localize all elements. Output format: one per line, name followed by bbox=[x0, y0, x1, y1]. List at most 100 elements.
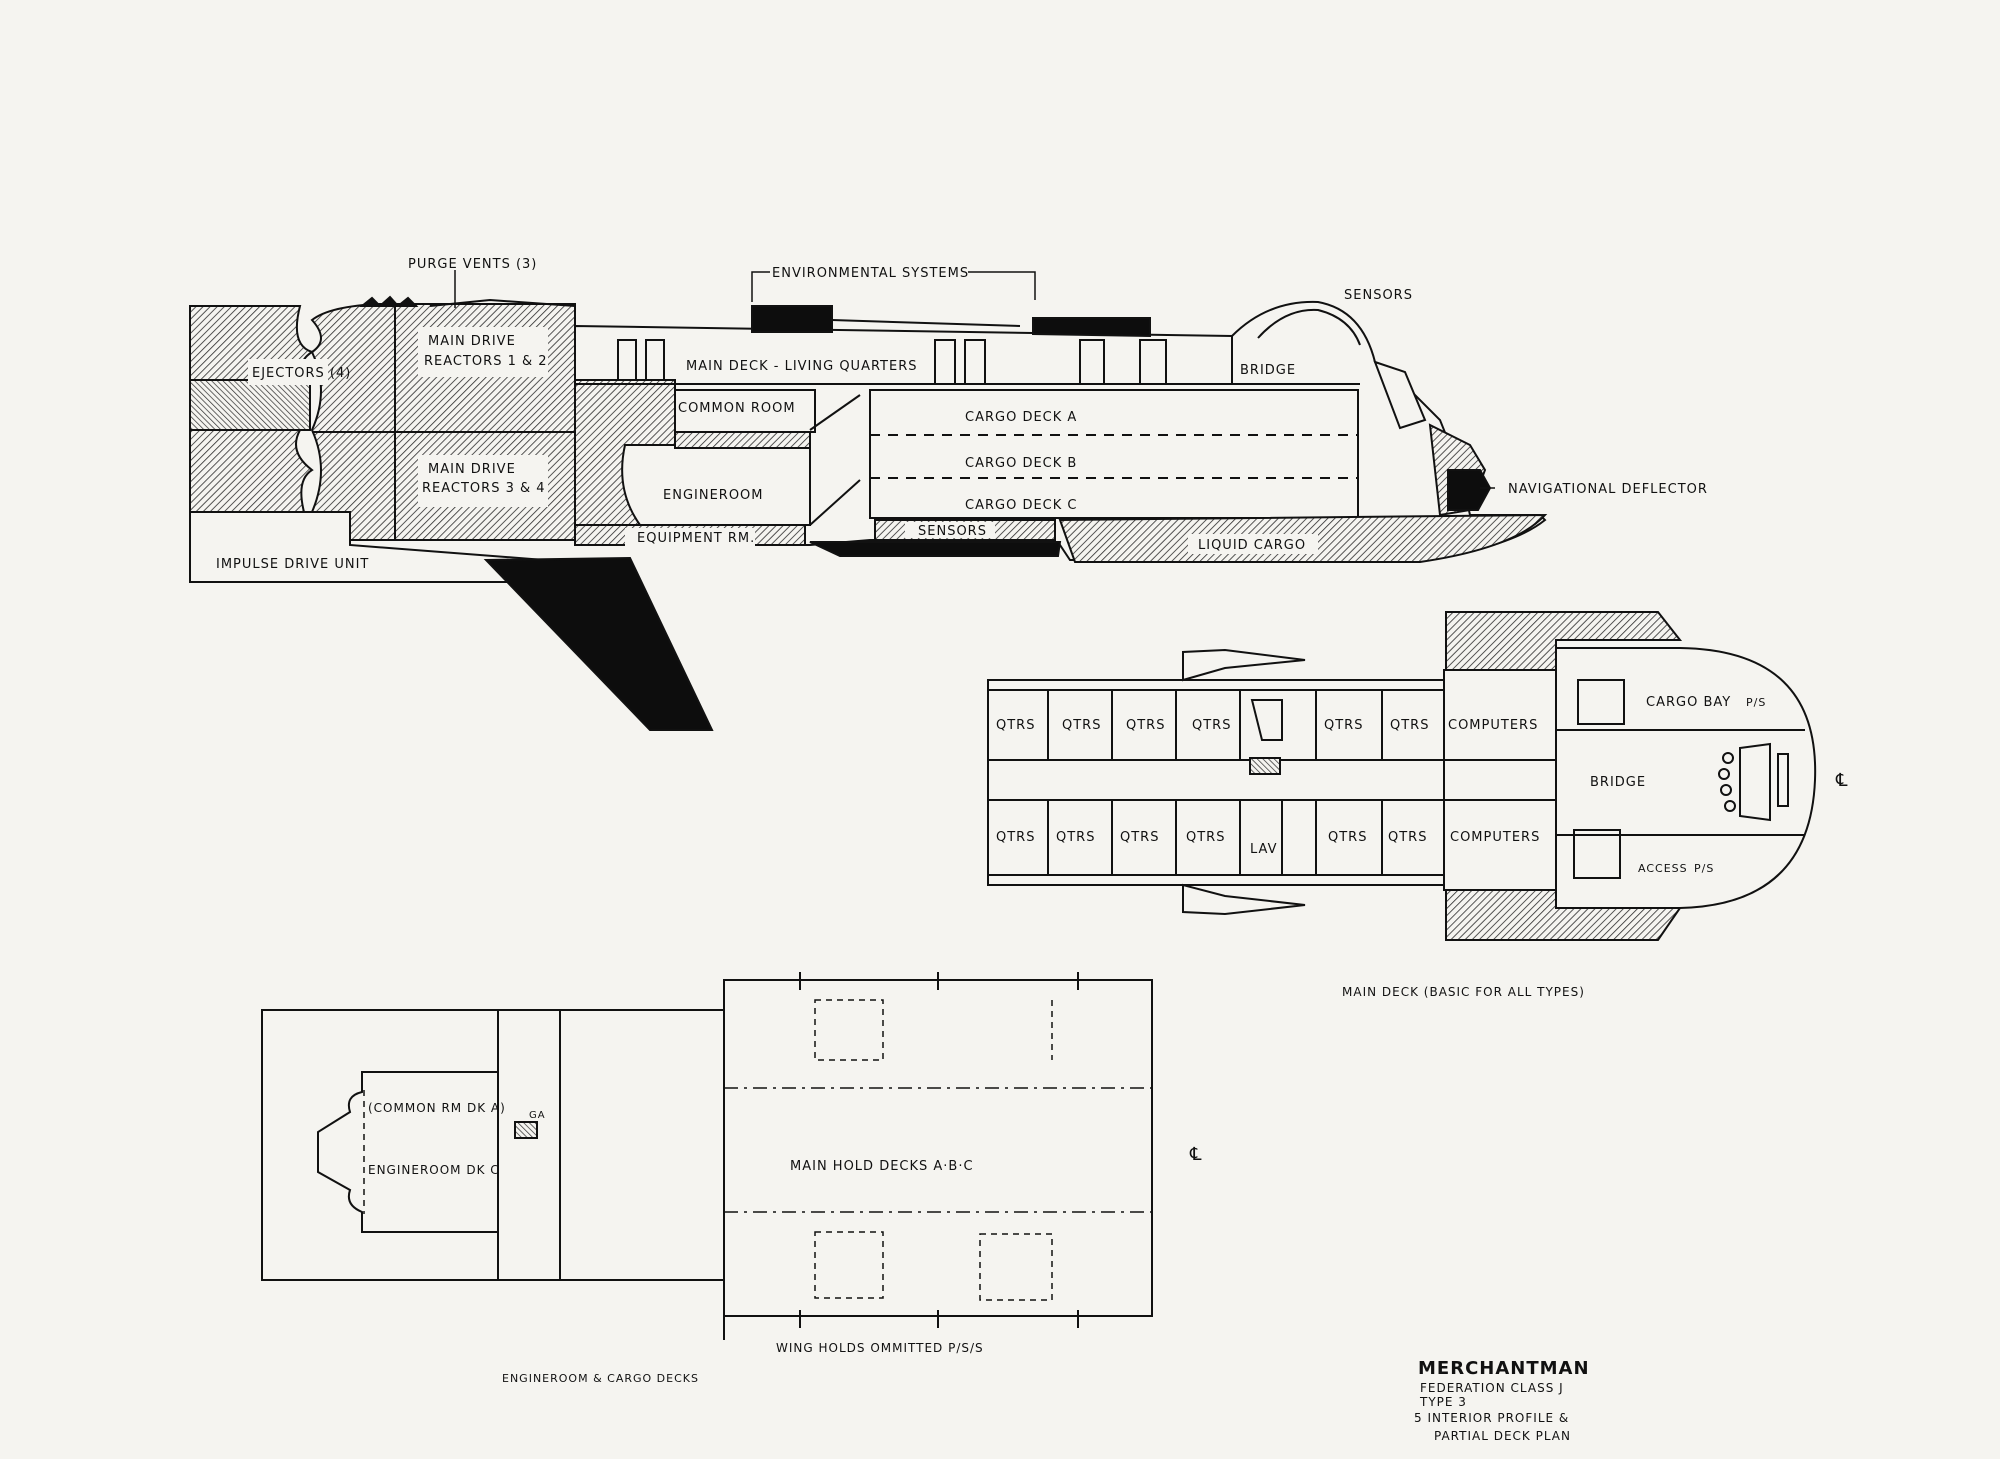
ejector-bay bbox=[189, 379, 311, 431]
qtrs-p2: QTRS bbox=[1062, 718, 1101, 733]
purge-vent-1 bbox=[359, 296, 383, 307]
wing-holds-label: WING HOLDS OMMITTED P/S/S bbox=[776, 1341, 984, 1355]
label-common-room: COMMON ROOM bbox=[678, 401, 796, 416]
title-line-3: 5 INTERIOR PROFILE & bbox=[1414, 1411, 1569, 1425]
bridge-dome bbox=[1257, 308, 1361, 346]
environmental-duct bbox=[831, 319, 1021, 327]
common-room bbox=[674, 389, 816, 433]
hold-hatch-2 bbox=[814, 1231, 884, 1299]
access-label: ACCESS bbox=[1638, 862, 1688, 875]
qtrs-s5: QTRS bbox=[1328, 830, 1367, 845]
cargo-bay-suffix: P/S bbox=[1746, 696, 1766, 709]
label-reactors-34: REACTORS 3 & 4 bbox=[422, 481, 546, 496]
wing-outline-bottom bbox=[1182, 883, 1306, 916]
label-bridge-profile: BRIDGE bbox=[1240, 363, 1296, 378]
label-cargo-deck-c: CARGO DECK C bbox=[965, 498, 1077, 513]
computers-port: COMPUTERS bbox=[1448, 718, 1538, 733]
bridge-seat-4 bbox=[1724, 800, 1736, 812]
engineroom-stair bbox=[809, 394, 861, 431]
cargo-plan-caption: ENGINEROOM & CARGO DECKS bbox=[502, 1372, 699, 1385]
label-impulse-drive-unit: IMPULSE DRIVE UNIT bbox=[216, 557, 369, 572]
qtrs-s2: QTRS bbox=[1056, 830, 1095, 845]
title-merchantman: MERCHANTMAN bbox=[1418, 1358, 1590, 1379]
main-hold-label: MAIN HOLD DECKS A·B·C bbox=[790, 1159, 974, 1174]
common-rm-label: (COMMON RM DK A) bbox=[368, 1101, 506, 1115]
bridge-console bbox=[1739, 742, 1771, 822]
deck-hull bbox=[987, 679, 1445, 886]
access-suffix: P/S bbox=[1694, 862, 1714, 875]
engineroom-stair-2 bbox=[809, 479, 861, 526]
label-sensors-bottom: SENSORS bbox=[918, 524, 987, 539]
nav-deflector-dish bbox=[1447, 469, 1492, 511]
label-cargo-deck-b: CARGO DECK B bbox=[965, 456, 1077, 471]
engineroom-deck-outline bbox=[261, 1009, 725, 1281]
label-cargo-deck-a: CARGO DECK A bbox=[965, 410, 1077, 425]
label-purge-vents: PURGE VENTS (3) bbox=[408, 257, 537, 272]
qtrs-s3: QTRS bbox=[1120, 830, 1159, 845]
ga-label: GA bbox=[529, 1110, 546, 1121]
quarters-door-6 bbox=[1139, 339, 1167, 385]
title-line-2: TYPE 3 bbox=[1419, 1395, 1467, 1409]
label-sensors-top: SENSORS bbox=[1344, 288, 1413, 303]
main-deck-caption: MAIN DECK (BASIC FOR ALL TYPES) bbox=[1342, 985, 1585, 999]
qtrs-p1: QTRS bbox=[996, 718, 1035, 733]
airlock-door bbox=[1250, 699, 1283, 741]
purge-vent-2 bbox=[377, 295, 401, 307]
sensors-dark-strip bbox=[809, 541, 1062, 557]
label-ejectors: EJECTORS (4) bbox=[252, 366, 351, 381]
main-hold-outline bbox=[723, 979, 1153, 1317]
environmental-unit-2 bbox=[1032, 317, 1151, 338]
cargo-hold bbox=[869, 389, 1359, 519]
hold-hatch-1 bbox=[814, 999, 884, 1061]
qtrs-s1: QTRS bbox=[996, 830, 1035, 845]
bridge-window bbox=[1373, 360, 1427, 430]
qtrs-p6: QTRS bbox=[1390, 718, 1429, 733]
label-engineroom: ENGINEROOM bbox=[663, 488, 764, 503]
cargo-bay-label: CARGO BAY bbox=[1646, 695, 1731, 710]
quarters-door-4 bbox=[964, 339, 986, 385]
cabin-dividers bbox=[1047, 690, 1383, 875]
forward-hull-hatch-top bbox=[1445, 611, 1683, 671]
cargo-bay-hatch bbox=[1577, 679, 1625, 725]
profile-label-boxes bbox=[208, 327, 1318, 575]
lav-label: LAV bbox=[1250, 842, 1278, 857]
purge-vent-3 bbox=[395, 296, 419, 307]
environmental-unit-1 bbox=[751, 305, 833, 333]
qtrs-s6: QTRS bbox=[1388, 830, 1427, 845]
common-room-floor bbox=[674, 431, 811, 449]
label-main-drive-1: MAIN DRIVE bbox=[428, 334, 516, 349]
computers-starboard: COMPUTERS bbox=[1450, 830, 1540, 845]
quarters-door-2 bbox=[645, 339, 665, 381]
profile-labels: PURGE VENTS (3) ENVIRONMENTAL SYSTEMS SE… bbox=[216, 257, 1707, 572]
main-deck-labels: QTRS QTRS QTRS QTRS QTRS QTRS COMPUTERS … bbox=[996, 695, 1848, 999]
label-equipment-rm: EQUIPMENT RM. bbox=[637, 531, 755, 546]
label-reactors-12: REACTORS 1 & 2 bbox=[424, 354, 548, 369]
title-block: MERCHANTMAN FEDERATION CLASS J TYPE 3 5 … bbox=[1414, 1358, 1590, 1443]
label-liquid-cargo: LIQUID CARGO bbox=[1198, 538, 1306, 553]
qtrs-p3: QTRS bbox=[1126, 718, 1165, 733]
quarters-door-3 bbox=[934, 339, 956, 385]
title-line-4: PARTIAL DECK PLAN bbox=[1434, 1429, 1571, 1443]
bridge-seat-1 bbox=[1722, 752, 1734, 764]
cargo-centerline-mark: ℄ bbox=[1189, 1144, 1203, 1165]
quarters-door-5 bbox=[1079, 339, 1105, 385]
computer-room-port bbox=[1443, 669, 1557, 761]
stair-gangway bbox=[1249, 757, 1281, 775]
qtrs-p5: QTRS bbox=[1324, 718, 1363, 733]
bridge-plan-label: BRIDGE bbox=[1590, 775, 1646, 790]
gangway-stair bbox=[514, 1121, 538, 1139]
purge-vent-line bbox=[429, 298, 576, 307]
main-deck-plan bbox=[987, 611, 1817, 941]
label-environmental-systems: ENVIRONMENTAL SYSTEMS bbox=[772, 266, 969, 281]
engineroom-chamber-outline bbox=[317, 1071, 499, 1233]
computer-room-starboard bbox=[1443, 799, 1557, 891]
quarters-door-1 bbox=[617, 339, 637, 381]
label-main-drive-2: MAIN DRIVE bbox=[428, 462, 516, 477]
ejector-housing-lower bbox=[189, 429, 314, 513]
bridge-viewscreen bbox=[1777, 753, 1789, 807]
cargo-deck-plan bbox=[261, 972, 1153, 1340]
hold-ticks bbox=[799, 972, 1079, 1328]
qtrs-s4: QTRS bbox=[1186, 830, 1225, 845]
hold-hatch-3 bbox=[979, 1233, 1053, 1301]
